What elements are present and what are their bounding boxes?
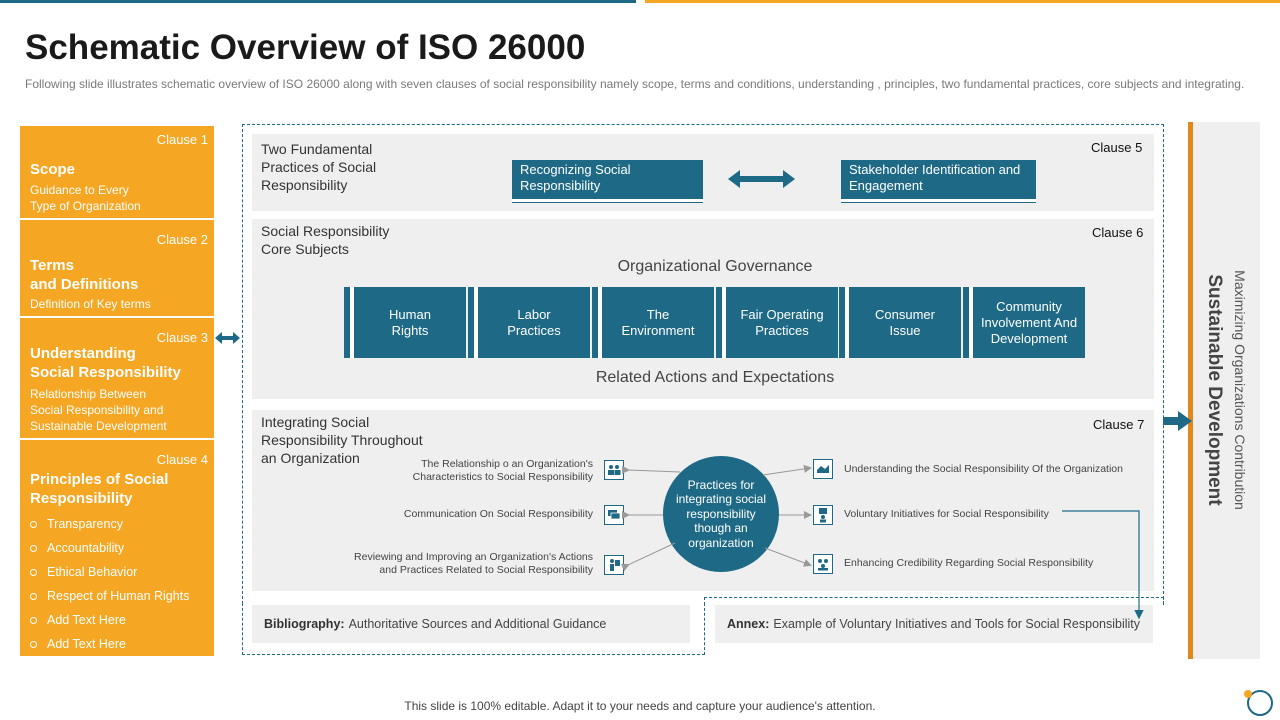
annex-box: Annex: Example of Voluntary Initiatives … — [715, 605, 1153, 643]
dashed-outline-bottom-left — [242, 603, 705, 655]
footer-note: This slide is 100% editable. Adapt it to… — [404, 699, 876, 713]
sustainable-development-panel — [1193, 122, 1260, 659]
principle-item: Add Text Here — [30, 608, 189, 632]
practice-left-item: The Relationship o an Organization's Cha… — [412, 458, 593, 483]
clause-7-title: Integrating Social Responsibility Throug… — [261, 414, 423, 466]
clause-4-label: Clause 4 — [156, 452, 208, 467]
bullet-circle-icon — [30, 593, 37, 601]
annex-connector-line — [1062, 510, 1144, 620]
practice-left-item: Reviewing and Improving an Organization'… — [354, 551, 593, 576]
related-actions-label: Related Actions and Expectations — [595, 369, 835, 386]
annex-text: Example of Voluntary Initiatives and Too… — [773, 617, 1141, 631]
clause-2-heading-line: and Definitions — [30, 276, 139, 293]
right-orange-bar — [1188, 122, 1193, 659]
practice-right-item: Enhancing Credibility Regarding Social R… — [844, 557, 1094, 569]
clause-6-title: Social Responsibility Core Subjects — [261, 223, 390, 257]
annex-label: Annex: — [727, 617, 770, 631]
bullet-circle-icon — [30, 617, 37, 625]
bullet-circle-icon — [30, 545, 37, 553]
fundamental-double-arrow-icon — [728, 170, 795, 188]
clause-3-heading-line: Understanding — [30, 345, 136, 362]
clause-1-desc-line: Guidance to Every — [30, 183, 129, 197]
top-accent-bar-blue — [0, 0, 636, 3]
dashed-outline — [242, 124, 1164, 604]
clause-2-box: Clause 2 Terms and Definitions Definitio… — [20, 220, 214, 316]
left-double-arrow-icon — [215, 332, 240, 344]
clause-3-desc-line: Social Responsibility and — [30, 403, 164, 417]
practice-right-item: Voluntary Initiatives for Social Respons… — [844, 508, 1049, 520]
clause-5-label: Clause 5 — [1091, 140, 1143, 155]
bullet-circle-icon — [30, 569, 37, 577]
clause-1-desc-line: Type of Organization — [30, 199, 141, 213]
clause-1-box: Clause 1 Scope Guidance to Every Type of… — [20, 126, 214, 218]
practice-left-item: Communication On Social Responsibility — [403, 508, 593, 520]
clause-1-heading: Scope — [30, 161, 76, 178]
clause-4-heading-line: Responsibility — [30, 490, 133, 507]
clause-4-heading-line: Principles of Social — [30, 471, 169, 488]
right-arrow-icon — [1163, 411, 1192, 431]
bibliography-box: Bibliography: Authoritative Sources and … — [252, 605, 690, 643]
principle-item: Ethical Behavior — [30, 560, 189, 584]
person-board-icon — [813, 505, 833, 525]
clause-7-label: Clause 7 — [1093, 417, 1145, 432]
practice-right-item: Understanding the Social Responsibility … — [844, 463, 1123, 475]
logo-dot-icon — [1244, 690, 1252, 698]
bibliography-text: Authoritative Sources and Additional Gui… — [348, 617, 607, 631]
clause-4-box: Clause 4 Principles of Social Responsibi… — [20, 440, 214, 656]
chat-icon — [604, 505, 624, 525]
slide-subtitle: Following slide illustrates schematic ov… — [25, 77, 1245, 91]
slide-title: Schematic Overview of ISO 26000 — [25, 28, 586, 67]
principle-item: Accountability — [30, 536, 189, 560]
principles-list: Transparency Accountability Ethical Beha… — [30, 512, 189, 656]
connector-line — [764, 547, 812, 567]
connector-line — [762, 464, 812, 476]
clause-2-label: Clause 2 — [156, 232, 208, 247]
clause-3-desc-line: Relationship Between — [30, 387, 147, 401]
clause-1-label: Clause 1 — [156, 132, 208, 147]
recognizing-sr-box: Recognizing Social Responsibility — [512, 160, 703, 202]
clause-2-desc-line: Definition of Key terms — [30, 297, 151, 311]
principle-item: Respect of Human Rights — [30, 584, 189, 608]
org-governance-label: Organizational Governance — [617, 258, 813, 275]
logo-circle-icon — [1247, 690, 1273, 716]
group-icon — [813, 554, 833, 574]
clause-2-heading-line: Terms — [30, 257, 74, 274]
practices-circle: Practices for integrating social respons… — [663, 456, 779, 572]
clause-3-heading-line: Social Responsibility — [30, 364, 181, 381]
top-accent-bar-orange — [645, 0, 1280, 3]
stakeholder-box: Stakeholder Identification and Engagemen… — [841, 160, 1036, 202]
principle-item: Transparency — [30, 512, 189, 536]
bibliography-label: Bibliography: — [264, 617, 345, 631]
principle-item: Add Text Here — [30, 632, 189, 656]
clause-6-label: Clause 6 — [1092, 225, 1144, 240]
clause-3-desc-line: Sustainable Development — [30, 419, 167, 433]
dashed-outline-bottom-right — [704, 597, 1164, 605]
bullet-circle-icon — [30, 521, 37, 529]
connector-line — [621, 465, 681, 474]
connector-line — [620, 542, 676, 572]
clause-3-label: Clause 3 — [156, 330, 208, 345]
clause-5-title: Two Fundamental Practices of Social Resp… — [261, 141, 377, 193]
handshake-icon — [813, 459, 833, 479]
bullet-circle-icon — [30, 641, 37, 649]
clause-3-box: Clause 3 Understanding Social Responsibi… — [20, 318, 214, 438]
